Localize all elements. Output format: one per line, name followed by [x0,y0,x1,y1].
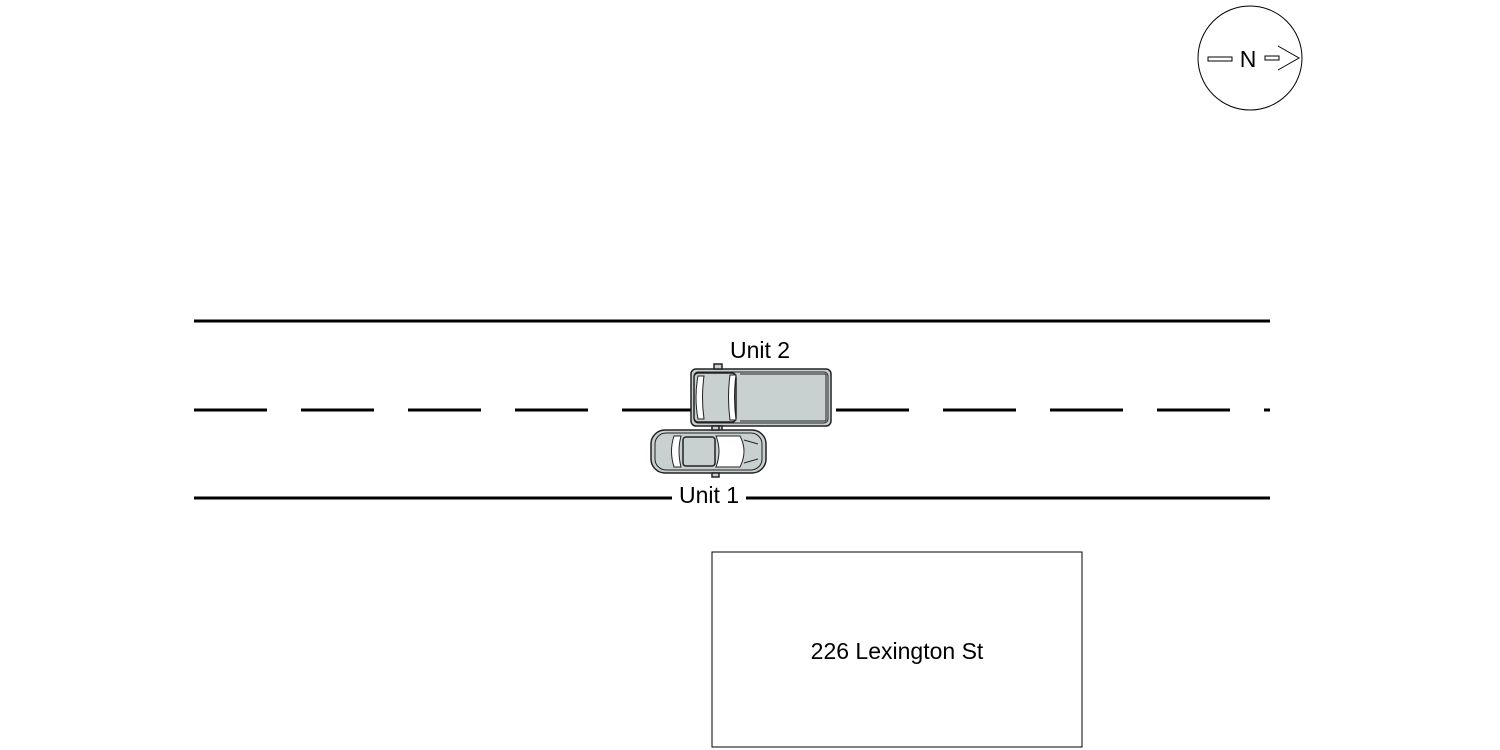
north-arrow-icon [1207,45,1301,71]
building: 226 Lexington St [711,551,1083,748]
sedan-icon [650,425,767,478]
pickup-truck-icon [690,363,832,432]
compass-letter: N [1240,46,1257,72]
unit-1-label: Unit 1 [679,482,739,508]
unit-2-label: Unit 2 [730,337,790,363]
compass-circle [1197,5,1303,111]
unit-1-label-background [672,484,746,508]
building-outline [711,551,1083,748]
building-address: 226 Lexington St [811,638,984,664]
compass: N [1197,5,1303,111]
vehicle-unit-1: Unit 1 [650,425,767,508]
vehicle-unit-2: Unit 2 [690,337,832,432]
